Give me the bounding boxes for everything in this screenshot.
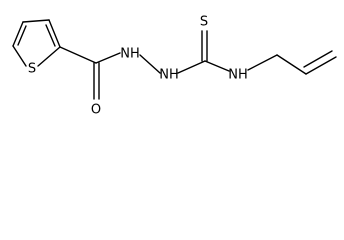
hydrazide-nh-label: NH bbox=[120, 47, 140, 62]
bond-nh-ch2 bbox=[247, 54, 278, 71]
bond-c5-c4 bbox=[12, 21, 24, 47]
bond-thiocarbon-nh bbox=[204, 60, 230, 72]
bond-ch2-ch bbox=[276, 54, 307, 75]
carbonyl-oxygen-label: O bbox=[91, 103, 101, 118]
thiocarbonyl-sulfur-label: S bbox=[200, 15, 208, 30]
bond-c3-c2 bbox=[48, 19, 61, 48]
bond-ch-ch2-double bbox=[303, 50, 333, 68]
allyl-nh-label: NH bbox=[228, 68, 248, 83]
bond-nh-thiocarbon bbox=[177, 60, 206, 74]
molecule-structure: S O NH NH S NH bbox=[12, 15, 337, 118]
bond-c5-c4-double bbox=[17, 25, 27, 46]
bond-nh-nh bbox=[139, 54, 161, 74]
bond-c4-c3 bbox=[22, 19, 50, 23]
bond-c2-s bbox=[37, 46, 61, 67]
bond-s-c5 bbox=[12, 45, 27, 67]
bond-ch-ch2 bbox=[305, 56, 337, 75]
thioamide-nh-label: NH bbox=[159, 68, 179, 83]
bond-c2-carbonyl bbox=[59, 46, 97, 64]
ring-sulfur-label: S bbox=[28, 62, 36, 77]
bond-c3-c2-double bbox=[45, 24, 56, 47]
bond-carbonyl-nh bbox=[95, 52, 121, 64]
